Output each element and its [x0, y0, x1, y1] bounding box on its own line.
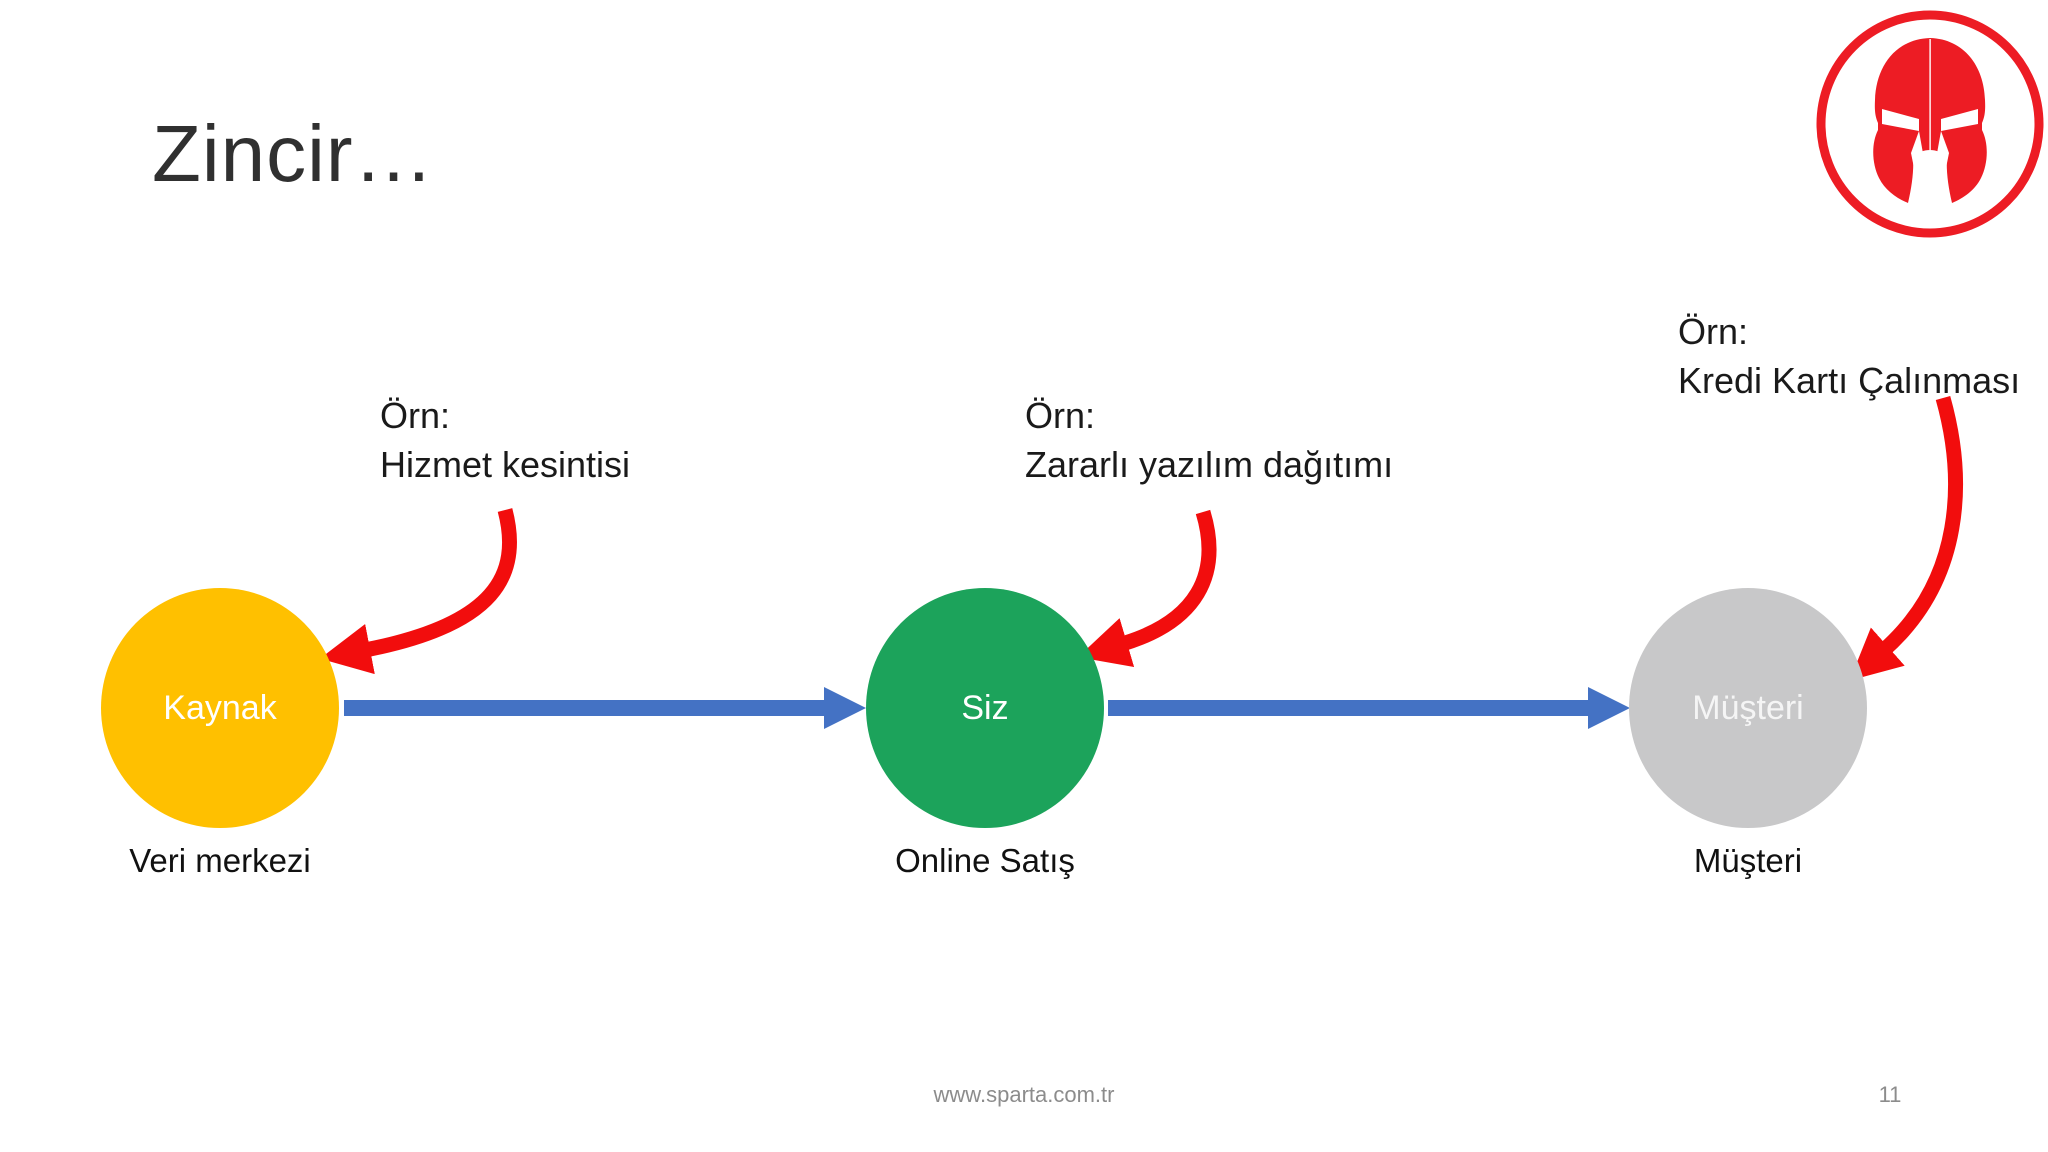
footer-url: www.sparta.com.tr — [933, 1082, 1115, 1107]
annotation-text: Kredi Kartı Çalınması — [1678, 359, 2021, 401]
annotation-hizmet-kesintisi: Örn: Hizmet kesintisi — [380, 392, 630, 489]
flow-arrowhead-icon — [824, 687, 866, 729]
red-curved-arrow-icon — [1078, 509, 1217, 667]
flow-arrow-siz-to-musteri — [1108, 700, 1588, 716]
annotation-zararli-yazilim: Örn: Zararlı yazılım dağıtımı — [1025, 392, 1393, 489]
annotation-text: Zararlı yazılım dağıtımı — [1025, 443, 1394, 485]
node-label: Müşteri — [1692, 688, 1804, 727]
annotation-kredi-karti: Örn: Kredi Kartı Çalınması — [1678, 308, 2020, 405]
node-label: Kaynak — [163, 688, 277, 727]
spartan-helmet-icon — [1816, 10, 2044, 238]
page-title: Zincir… — [152, 109, 435, 198]
sparta-logo — [1812, 6, 2048, 242]
node-label: Siz — [961, 688, 1009, 727]
annotation-prefix: Örn: — [1025, 395, 1096, 436]
red-curved-arrow-icon — [319, 508, 518, 675]
annotation-prefix: Örn: — [380, 395, 451, 436]
node-sublabel-veri-merkezi: Veri merkezi — [129, 842, 311, 879]
flow-arrow-kaynak-to-siz — [344, 700, 824, 716]
annotation-text: Hizmet kesintisi — [380, 443, 631, 485]
chain-node-kaynak: Kaynak — [101, 588, 339, 828]
chain-node-musteri: Müşteri — [1629, 588, 1867, 828]
node-sublabel-musteri: Müşteri — [1693, 842, 1803, 879]
flow-arrowhead-icon — [1588, 687, 1630, 729]
chain-node-siz: Siz — [866, 588, 1104, 828]
red-curved-arrow-icon — [1849, 395, 1963, 681]
annotation-prefix: Örn: — [1678, 311, 1749, 352]
page-number: 11 — [1878, 1082, 1902, 1107]
node-sublabel-online-satis: Online Satış — [895, 842, 1075, 879]
